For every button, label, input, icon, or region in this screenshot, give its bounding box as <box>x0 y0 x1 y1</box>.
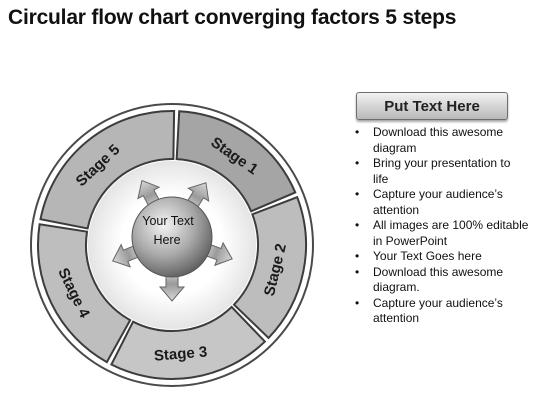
bullet-list: Download this awesomediagramBring your p… <box>354 125 544 327</box>
stage-segment-5 <box>39 110 176 230</box>
bullet-line: All images are 100% editable <box>373 218 529 232</box>
bullet-line: attention <box>373 311 420 325</box>
page-title: Circular flow chart converging factors 5… <box>8 6 457 29</box>
center-text-line-1: Your Text <box>142 214 194 228</box>
bullet-line: life <box>373 171 389 186</box>
bullet-line: attention <box>373 202 420 217</box>
stage-segment-4 <box>37 223 132 364</box>
stage-label-3: Stage 3 <box>153 344 208 365</box>
bullet-item: Your Text Goes here <box>354 249 544 265</box>
bullet-line: Download this awesome <box>373 125 504 139</box>
center-ball <box>131 196 213 278</box>
bullet-line: diagram <box>373 140 417 155</box>
stage-segment-3 <box>110 305 267 380</box>
bullet-line: Capture your audience’s <box>373 187 503 201</box>
stage-segment-1 <box>175 110 297 213</box>
panel-header: Put Text Here <box>356 92 508 120</box>
bullet-line: Download this awesome <box>373 264 504 279</box>
stage-segment-2 <box>232 195 307 340</box>
bullet-line: Your Text Goes here <box>373 249 482 263</box>
bullet-line: diagram. <box>373 280 420 294</box>
bullet-line: Bring your presentation to <box>373 156 511 170</box>
center-text-line-2: Here <box>153 233 180 247</box>
bullet-line: Capture your audience’s <box>373 295 503 310</box>
bullet-line: in PowerPoint <box>373 233 448 248</box>
